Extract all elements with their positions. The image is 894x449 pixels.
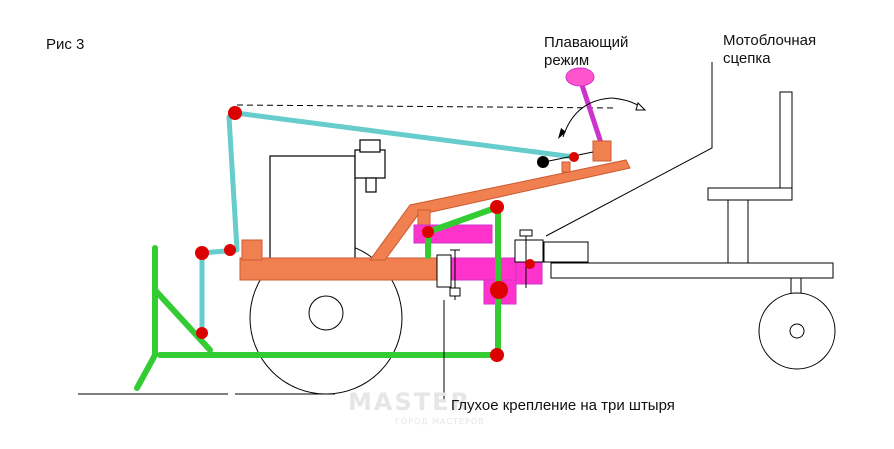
seat-post [727, 199, 749, 264]
mount-bolts [436, 229, 544, 300]
floating-limit-dashed [236, 104, 617, 109]
trailer [543, 91, 836, 370]
float-lever [537, 67, 647, 168]
seat-backrest [779, 91, 793, 191]
hitch-coupler [543, 241, 589, 263]
watermark: MASTER [348, 388, 471, 416]
pivot-joints [195, 106, 579, 362]
engine [269, 139, 386, 260]
rigid-mount-label: Глухое крепление на три штыря [451, 397, 675, 414]
figure-label: Рис 3 [46, 36, 85, 53]
hitch-label: Мотоблочная [723, 32, 817, 49]
hitch-pointer [545, 62, 713, 237]
trailer-hub [789, 323, 805, 339]
carburetor [354, 149, 386, 179]
hitch-label-2: сцепка [723, 50, 771, 67]
floating-mode-label: Плавающий [544, 34, 629, 51]
watermark-subtitle: ГОРОД МАСТЕРОВ [395, 417, 485, 426]
trailer-beam [550, 262, 834, 279]
seat [707, 187, 793, 201]
floating-mode-label-2: режим [544, 52, 590, 69]
